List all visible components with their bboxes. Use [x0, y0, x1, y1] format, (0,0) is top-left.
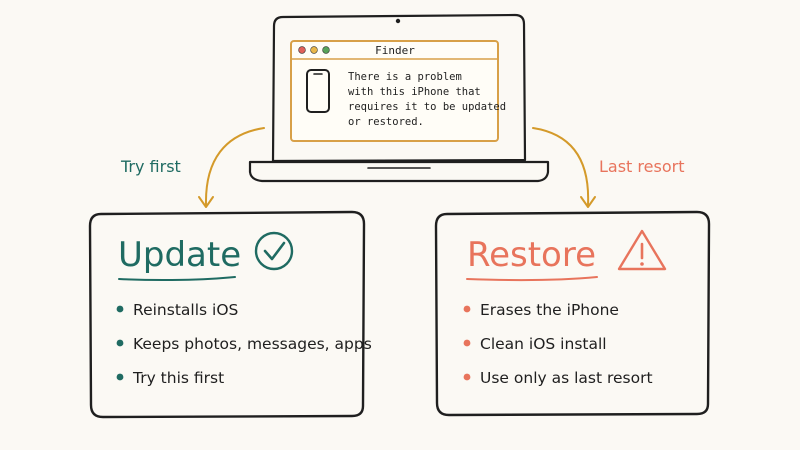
finder-message-line: There is a problem	[348, 71, 462, 83]
bullet-dot	[463, 373, 471, 381]
finder-message-line: with this iPhone that	[348, 86, 481, 98]
update-item: Reinstalls iOS	[133, 301, 238, 319]
laptop-camera	[395, 18, 401, 24]
finder-window: Finder There is a problem with this iPho…	[290, 40, 506, 142]
restore-card-frame	[434, 210, 711, 417]
finder-message-line: requires it to be updated	[348, 101, 506, 113]
update-item: Keeps photos, messages, apps	[133, 335, 372, 353]
iphone-icon	[306, 69, 330, 113]
arrow-label-last-resort: Last resort	[599, 157, 684, 176]
restore-item: Clean iOS install	[480, 335, 607, 353]
restore-card: Restore Erases the iPhone Clean iOS inst…	[434, 210, 711, 417]
restore-item: Erases the iPhone	[480, 301, 619, 319]
finder-close-button[interactable]	[298, 46, 306, 54]
laptop-base	[248, 160, 550, 183]
laptop	[248, 13, 550, 183]
update-card-frame	[88, 210, 366, 419]
arrow-left	[198, 127, 265, 208]
bullet-dot	[463, 339, 471, 347]
update-card: Update Reinstalls iOS Keeps photos, mess…	[88, 210, 372, 419]
arrow-label-try-first: Try first	[120, 157, 181, 176]
finder-zoom-button[interactable]	[322, 46, 330, 54]
bullet-dot	[463, 305, 471, 313]
restore-item: Use only as last resort	[480, 369, 653, 387]
restore-title-underline	[466, 276, 598, 282]
update-title-underline	[118, 276, 236, 282]
finder-title: Finder	[375, 44, 415, 57]
restore-title: Restore	[467, 235, 596, 275]
finder-window-frame	[290, 40, 499, 142]
update-item: Try this first	[132, 369, 224, 387]
warning-triangle-icon	[617, 229, 667, 271]
finder-message-line: or restored.	[348, 116, 424, 128]
bullet-dot	[116, 305, 124, 313]
update-title: Update	[118, 235, 241, 275]
check-circle-icon	[254, 231, 294, 271]
bullet-dot	[116, 373, 124, 381]
bullet-dot	[116, 339, 124, 347]
arrow-right	[532, 127, 596, 208]
laptop-lid	[271, 13, 527, 163]
finder-minimize-button[interactable]	[310, 46, 318, 54]
